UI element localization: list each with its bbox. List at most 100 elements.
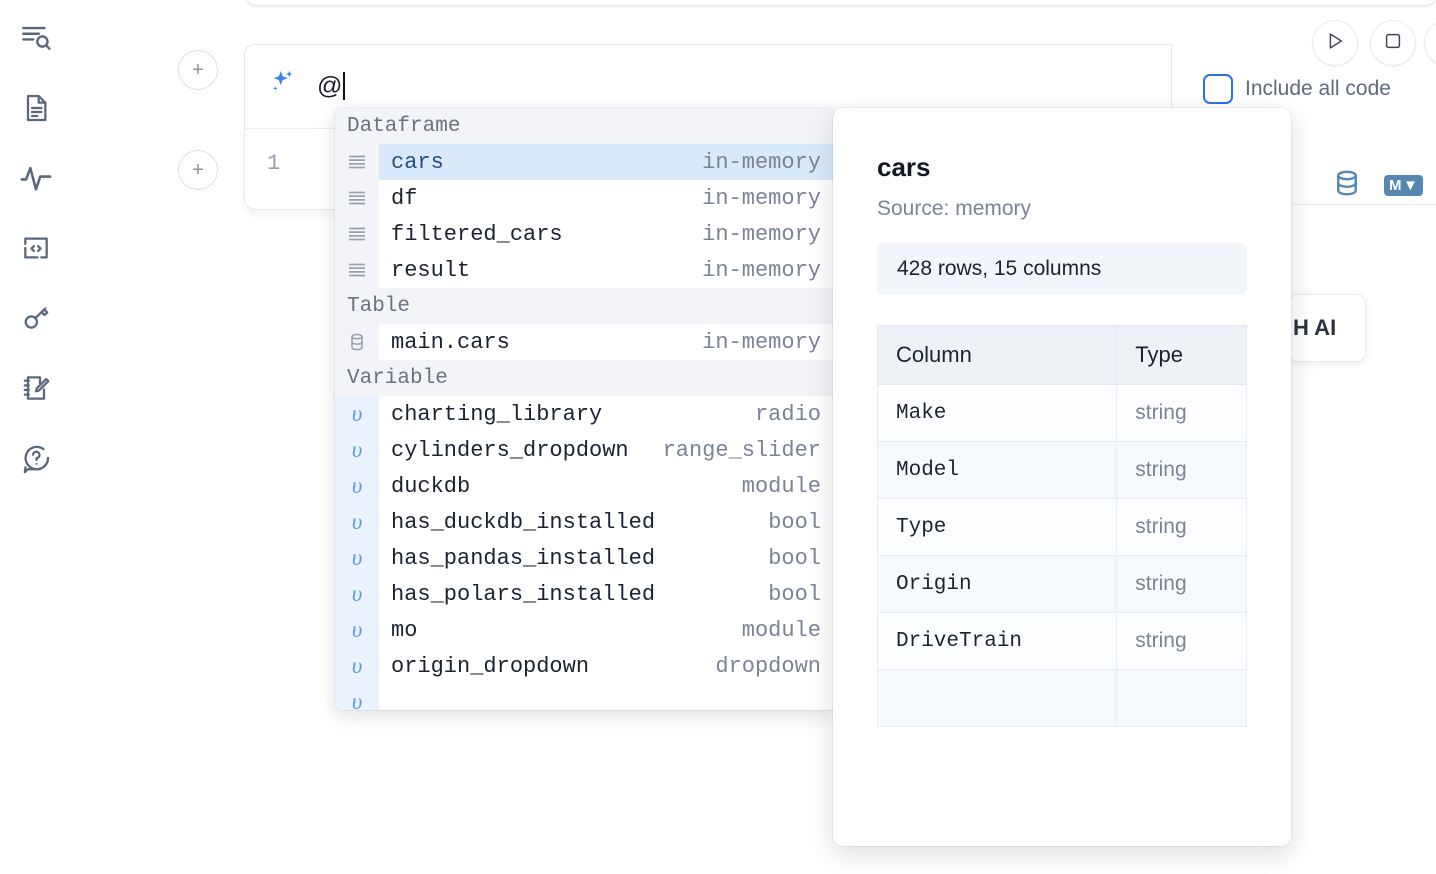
sidebar-item-notebook[interactable] — [14, 86, 58, 130]
autocomplete-item-name: cylinders_dropdown — [391, 437, 629, 463]
docs-title: cars — [877, 152, 931, 182]
docs-source: Source: memory — [877, 197, 1032, 220]
autocomplete-item-type: range_slider — [662, 437, 821, 463]
table-database-icon — [335, 324, 379, 360]
run-cell-button[interactable] — [1312, 20, 1358, 66]
column-type-cell: string — [1116, 441, 1247, 499]
include-all-code-checkbox[interactable] — [1203, 74, 1233, 104]
autocomplete-item-name: filtered_cars — [391, 221, 563, 247]
cell-output-icons: M▼ — [1332, 168, 1424, 203]
play-icon — [1324, 30, 1346, 57]
autocomplete-item-type: in-memory — [702, 257, 821, 283]
text-caret — [343, 72, 346, 100]
cell-run-controls — [1312, 20, 1416, 66]
column-type-cell: string — [1116, 612, 1247, 670]
autocomplete-item-name: cars — [391, 149, 444, 175]
column-type-cell: string — [1116, 555, 1247, 613]
autocomplete-item[interactable]: υ cylinders_dropdown range_slider — [335, 432, 835, 468]
add-cell-below-button[interactable]: + — [178, 150, 218, 190]
autocomplete-item-clipped[interactable]: υ — [335, 684, 835, 710]
autocomplete-item-type: in-memory — [702, 185, 821, 211]
autocomplete-item[interactable]: filtered_cars in-memory — [335, 216, 835, 252]
sidebar-item-help[interactable] — [14, 436, 58, 480]
markdown-icon[interactable]: M▼ — [1384, 175, 1424, 196]
plus-icon: + — [192, 59, 204, 81]
autocomplete-item-body: has_polars_installed bool — [379, 576, 835, 612]
sidebar-item-secrets[interactable] — [14, 296, 58, 340]
autocomplete-item-type: radio — [754, 401, 821, 427]
autocomplete-item[interactable]: df in-memory — [335, 180, 835, 216]
column-type-cell: string — [1116, 384, 1247, 442]
variable-icon: υ — [335, 684, 379, 710]
dataframe-icon — [335, 216, 379, 252]
sidebar-item-snippets[interactable] — [14, 226, 58, 270]
autocomplete-item-body — [379, 684, 835, 710]
sidebar-item-explore[interactable] — [14, 16, 58, 60]
autocomplete-item-name: duckdb — [391, 473, 471, 499]
stop-cell-button[interactable] — [1370, 20, 1416, 66]
include-all-code-label: Include all code — [1245, 77, 1391, 100]
dataframe-icon — [335, 180, 379, 216]
dataframe-icon — [335, 144, 379, 180]
variable-icon: υ — [335, 432, 379, 468]
autocomplete-group-header: Variable — [335, 360, 835, 396]
generate-with-ai-button[interactable]: H AI — [1288, 294, 1366, 362]
docs-shape: 428 rows, 15 columns — [877, 243, 1247, 295]
clipped-card-above — [246, 0, 1436, 6]
autocomplete-item-type: bool — [768, 581, 821, 607]
autocomplete-item-name: df — [391, 185, 418, 211]
outline-search-icon — [19, 21, 53, 55]
ai-prompt-input[interactable]: @ — [317, 71, 1171, 105]
document-icon — [20, 92, 52, 124]
table-row-clipped — [876, 669, 1247, 727]
add-cell-above-button[interactable]: + — [178, 50, 218, 90]
variable-icon: υ — [335, 396, 379, 432]
autocomplete-item-body: filtered_cars in-memory — [379, 216, 835, 252]
autocomplete-item-name: has_polars_installed — [391, 581, 656, 607]
database-icon[interactable] — [1332, 168, 1362, 203]
autocomplete-item-type: bool — [768, 545, 821, 571]
completion-docs-panel: cars Source: memory 428 rows, 15 columns… — [833, 108, 1291, 846]
column-name-cell: Type — [876, 498, 1118, 556]
variable-icon: υ — [335, 648, 379, 684]
column-type-cell — [1116, 669, 1247, 727]
autocomplete-group-header: Dataframe — [335, 108, 835, 144]
cell-divider — [1172, 204, 1436, 205]
stop-icon — [1382, 30, 1404, 57]
sidebar-item-activity[interactable] — [14, 156, 58, 200]
column-type-cell: string — [1116, 498, 1247, 556]
type-header: Type — [1116, 325, 1247, 385]
column-name-cell: Model — [876, 441, 1118, 499]
autocomplete-item-type: bool — [768, 509, 821, 535]
sidebar-item-scratchpad[interactable] — [14, 366, 58, 410]
autocomplete-item-type: in-memory — [702, 329, 821, 355]
autocomplete-item-type: in-memory — [702, 221, 821, 247]
more-actions-button[interactable] — [1424, 20, 1436, 66]
variable-icon: υ — [335, 468, 379, 504]
include-all-code-row[interactable]: Include all code — [1203, 74, 1391, 104]
column-name-cell — [876, 669, 1118, 727]
